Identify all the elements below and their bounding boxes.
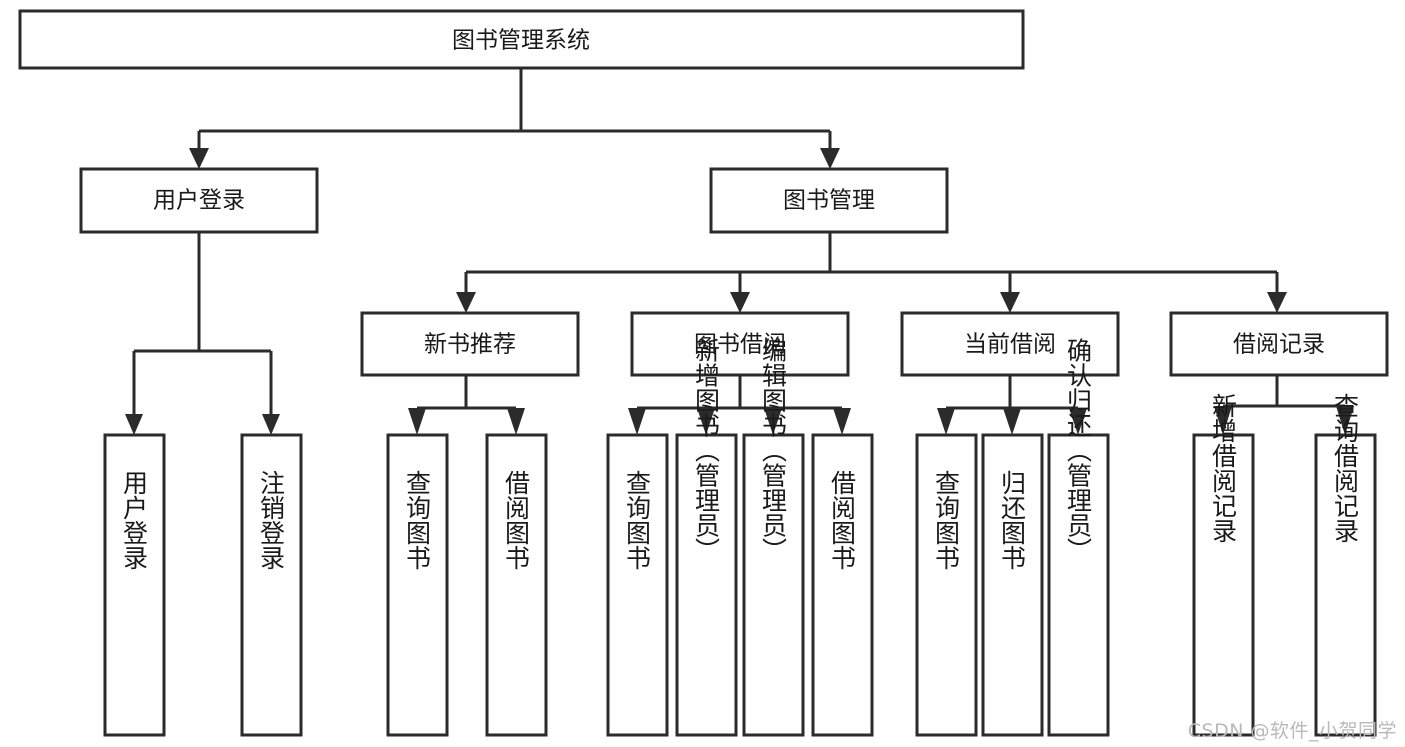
leaf-query-book-2[interactable]: 查询图书 (606, 433, 669, 737)
leaf-edit-book-label: 编辑图书（管理员） (759, 338, 788, 563)
arrow-head-leaf-query-record (1336, 406, 1354, 435)
leaf-add-record-box[interactable] (1192, 433, 1255, 737)
csdn-watermark: CSDN @软件_小贺同学 (1187, 720, 1397, 742)
arrow-head-leaf-confirm-return (1069, 408, 1087, 435)
arrow-head-new-book-recommend (456, 292, 476, 313)
leaf-return-book[interactable]: 归还图书 (981, 433, 1044, 737)
leaf-borrow-book-1-label: 借阅图书 (502, 470, 531, 570)
arrow-head-leaf-edit-book (764, 408, 782, 435)
leaf-borrow-book-1[interactable]: 借阅图书 (485, 433, 548, 737)
node-borrow-record-label: 借阅记录 (1233, 332, 1325, 358)
node-book-management-label: 图书管理 (783, 188, 875, 214)
arrow-head-leaf-borrow-book-1 (507, 408, 525, 435)
leaf-query-book-3-label: 查询图书 (932, 470, 961, 570)
leaf-user-login[interactable]: 用户登录 (103, 433, 166, 737)
leaf-query-record-label: 查询借阅记录 (1331, 393, 1360, 543)
leaf-return-book-box[interactable] (981, 433, 1044, 737)
leaf-borrow-book-2-box[interactable] (811, 433, 874, 737)
leaf-query-book-1[interactable]: 查询图书 (386, 433, 449, 737)
leaf-user-logout-box[interactable] (240, 433, 303, 737)
leaf-return-book-label: 归还图书 (998, 470, 1027, 570)
leaf-query-book-1-box[interactable] (386, 433, 449, 737)
node-root[interactable]: 图书管理系统 (18, 9, 1025, 70)
node-user-login[interactable]: 用户登录 (79, 167, 319, 234)
node-new-book-recommend-label: 新书推荐 (424, 332, 516, 358)
node-book-management-box[interactable] (709, 167, 949, 234)
node-book-borrow-label: 图书借阅 (694, 332, 786, 358)
arrow-head-leaf-add-book (697, 408, 715, 435)
leaf-user-logout-label: 注销登录 (257, 470, 286, 570)
leaf-query-record-box[interactable] (1314, 433, 1377, 737)
node-root-box[interactable] (18, 9, 1025, 70)
node-current-borrow-label: 当前借阅 (964, 332, 1056, 358)
arrow-head-leaf-query-book-3 (937, 408, 955, 435)
arrow-head-leaf-user-logout (262, 414, 280, 435)
node-borrow-record-box[interactable] (1169, 311, 1389, 377)
arrow-head-leaf-query-book-1 (408, 408, 426, 435)
leaf-add-book-box[interactable] (675, 433, 738, 737)
leaf-add-book[interactable]: 新增图书（管理员） (675, 338, 738, 737)
leaf-borrow-book-1-box[interactable] (485, 433, 548, 737)
arrow-head-current-borrow (1000, 292, 1020, 313)
connector-layer (125, 68, 1354, 435)
leaf-query-book-2-box[interactable] (606, 433, 669, 737)
node-user-login-box[interactable] (79, 167, 319, 234)
leaf-confirm-return-label: 确认归还（管理员） (1064, 338, 1093, 563)
leaf-query-book-3-box[interactable] (915, 433, 978, 737)
arrow-head-book-borrow (730, 292, 750, 313)
node-user-login-label: 用户登录 (153, 188, 245, 214)
node-book-management[interactable]: 图书管理 (709, 167, 949, 234)
leaf-borrow-book-2-label: 借阅图书 (828, 470, 857, 570)
leaf-query-book-1-label: 查询图书 (403, 470, 432, 570)
leaf-confirm-return[interactable]: 确认归还（管理员） (1047, 338, 1110, 737)
leaf-user-login-box[interactable] (103, 433, 166, 737)
leaf-user-login-label: 用户登录 (120, 470, 149, 570)
arrow-head-leaf-query-book-2 (628, 408, 646, 435)
arrow-head-leaf-user-login (125, 414, 143, 435)
leaf-confirm-return-box[interactable] (1047, 433, 1110, 737)
node-new-book-recommend-box[interactable] (360, 311, 580, 377)
leaf-query-book-2-label: 查询图书 (623, 470, 652, 570)
node-borrow-record[interactable]: 借阅记录 (1169, 311, 1389, 377)
leaf-add-record-label: 新增借阅记录 (1209, 393, 1238, 543)
node-current-borrow-box[interactable] (900, 311, 1120, 377)
leaf-user-logout[interactable]: 注销登录 (240, 433, 303, 737)
node-new-book-recommend[interactable]: 新书推荐 (360, 311, 580, 377)
node-book-borrow[interactable]: 图书借阅 (630, 311, 850, 377)
leaf-add-record[interactable]: 新增借阅记录 (1192, 393, 1255, 737)
arrow-head-leaf-add-record (1214, 406, 1232, 435)
leaf-add-book-label: 新增图书（管理员） (692, 338, 721, 563)
leaf-edit-book-box[interactable] (742, 433, 805, 737)
leaf-edit-book[interactable]: 编辑图书（管理员） (742, 338, 805, 737)
leaf-query-book-3[interactable]: 查询图书 (915, 433, 978, 737)
node-current-borrow[interactable]: 当前借阅 (900, 311, 1120, 377)
arrow-head-user-login (189, 148, 209, 169)
arrow-head-book-management (820, 148, 840, 169)
node-book-borrow-box[interactable] (630, 311, 850, 377)
node-root-label: 图书管理系统 (452, 28, 590, 54)
arrow-head-leaf-borrow-book-2 (833, 408, 851, 435)
arrow-head-borrow-record (1267, 292, 1287, 313)
arrow-head-leaf-return-book (1003, 408, 1021, 435)
leaf-query-record[interactable]: 查询借阅记录 (1314, 393, 1377, 737)
leaf-borrow-book-2[interactable]: 借阅图书 (811, 433, 874, 737)
